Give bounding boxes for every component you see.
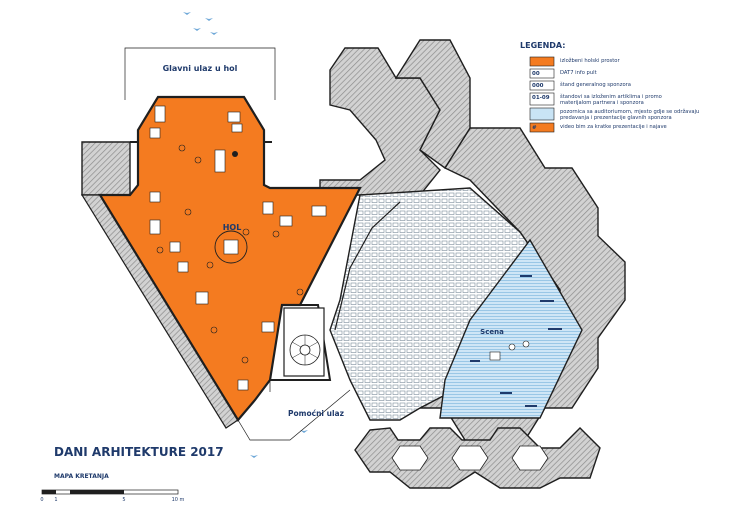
legend-swatch [529, 122, 555, 133]
page-title: DANI ARHITEKTURE 2017 [54, 445, 224, 459]
legend-item-text: izložbeni holski prostor [560, 57, 620, 64]
scale-tick-5: 5 [122, 497, 125, 503]
legend-title: LEGENDA: [520, 41, 565, 50]
scale-tick-10: 10 m [172, 497, 185, 503]
scale-tick-1: 1 [54, 497, 57, 503]
hall-stands [149, 105, 327, 391]
legend-swatch [529, 80, 555, 91]
surrounding-structures [80, 39, 626, 489]
legend-swatch [529, 107, 555, 121]
hol-label: HOL [223, 223, 242, 232]
legend-swatch [529, 92, 555, 106]
stage [439, 238, 583, 419]
legend-item-text: pozornica sa auditoriumom, mjesto gdje s… [560, 108, 699, 115]
legend-item-text: DAT7 info pult [560, 70, 597, 76]
main-entrance-label: Glavni ulaz u hol [163, 64, 238, 73]
side-entrance-outline [237, 380, 351, 441]
legend-code: 00 [532, 71, 540, 77]
scale-tick-0: 0 [40, 497, 43, 503]
scena-label: Scena [480, 328, 504, 336]
legend-code: # [532, 125, 537, 131]
legend-item-text: predavanja i prezentacije glavnih sponzo… [560, 115, 672, 121]
legend-swatch [529, 68, 555, 79]
scale-bar: 0 1 5 10 m [40, 489, 185, 503]
side-entrance-label: Pomoćni ulaz [288, 409, 344, 418]
legend-item-text: materijalom partnera i sponzora [560, 100, 644, 106]
page-subtitle: MAPA KRETANJA [54, 473, 109, 480]
legend-item-text: video bim za kratke prezentacije i najav… [560, 124, 667, 130]
auditorium-seating [329, 187, 561, 421]
legend-item-text: štandovi sa izloženim artiklima i promo [560, 93, 662, 100]
decorative-birds [183, 12, 308, 458]
people-icons [156, 144, 304, 364]
stairs [283, 307, 325, 377]
legend-code: 01-09 [532, 95, 550, 101]
legend: LEGENDA: izložbeni holski prostor 00 DAT7 … [520, 41, 699, 133]
legend-item-text: štand generalnog sponzora [560, 81, 631, 88]
legend-code: 000 [532, 83, 544, 89]
main-entrance-outline [124, 47, 276, 100]
info-desk [214, 151, 248, 264]
legend-swatch [529, 56, 555, 67]
